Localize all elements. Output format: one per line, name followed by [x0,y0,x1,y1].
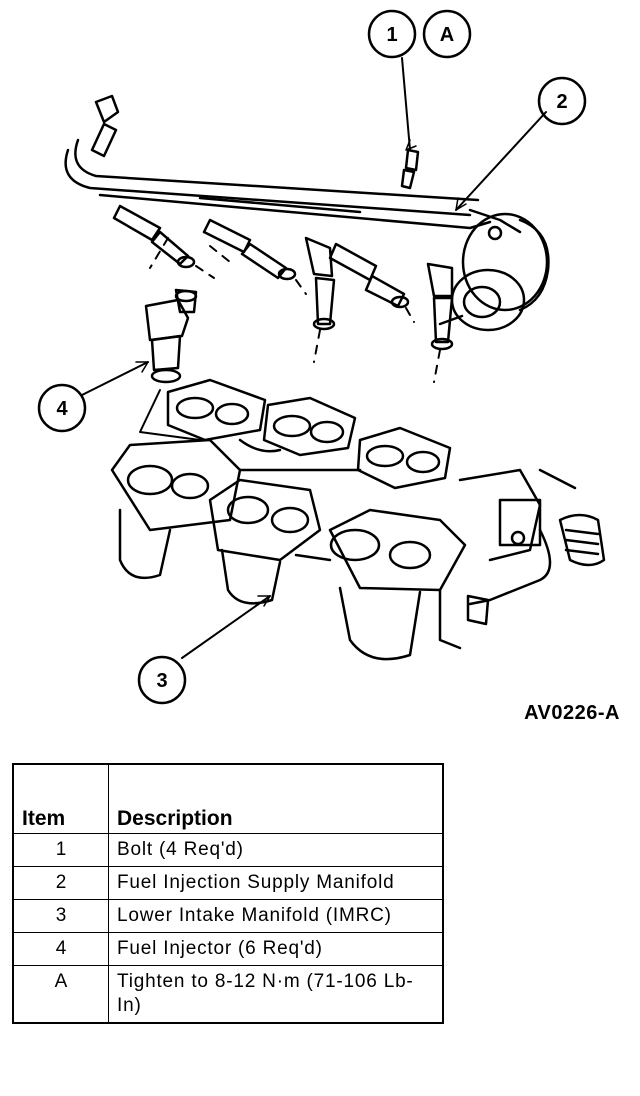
legend-description: Tighten to 8-12 N·m (71-106 Lb-In) [108,965,444,1024]
callout-label-3: 3 [156,670,167,692]
callout-circle-3 [137,655,187,705]
legend-item: 1 [12,833,109,867]
exploded-view-diagram: 1 A 2 4 3 [37,9,606,705]
table-row: 2 Fuel Injection Supply Manifold [12,866,444,900]
callout-circle-4 [37,383,87,433]
legend-header-description: Description [108,763,444,834]
table-row: A Tighten to 8-12 N·m (71-106 Lb-In) [12,965,444,1024]
legend-item: A [12,965,109,1024]
legend-table: Item Description 1 Bolt (4 Req'd) 2 Fuel… [12,763,444,1024]
legend-header-row: Item Description [12,763,444,834]
legend-description: Bolt (4 Req'd) [108,833,444,867]
callout-circle-a [422,9,472,59]
leader-lines [81,57,547,659]
table-row: 3 Lower Intake Manifold (IMRC) [12,899,444,933]
loose-fuel-injector [144,288,198,384]
alignment-lines [149,237,441,383]
table-row: 1 Bolt (4 Req'd) [12,833,444,867]
legend-description: Lower Intake Manifold (IMRC) [108,899,444,933]
legend-header-item: Item [12,763,109,834]
figure-code: AV0226-A [524,702,620,724]
callout-label-a: A [440,24,454,46]
legend-description: Fuel Injection Supply Manifold [108,866,444,900]
legend-description: Fuel Injector (6 Req'd) [108,932,444,966]
table-row: 4 Fuel Injector (6 Req'd) [12,932,444,966]
rail-injectors [112,204,454,351]
legend-item: 2 [12,866,109,900]
lower-intake-manifold [110,378,606,661]
legend-item: 3 [12,899,109,933]
callout-label-4: 4 [56,398,68,420]
bolt [400,148,420,190]
callout-circle-1 [367,9,417,59]
callout-circle-2 [537,76,587,126]
callout-label-2: 2 [556,91,567,113]
fuel-supply-manifold [64,94,550,332]
legend-item: 4 [12,932,109,966]
callout-label-1: 1 [386,24,397,46]
